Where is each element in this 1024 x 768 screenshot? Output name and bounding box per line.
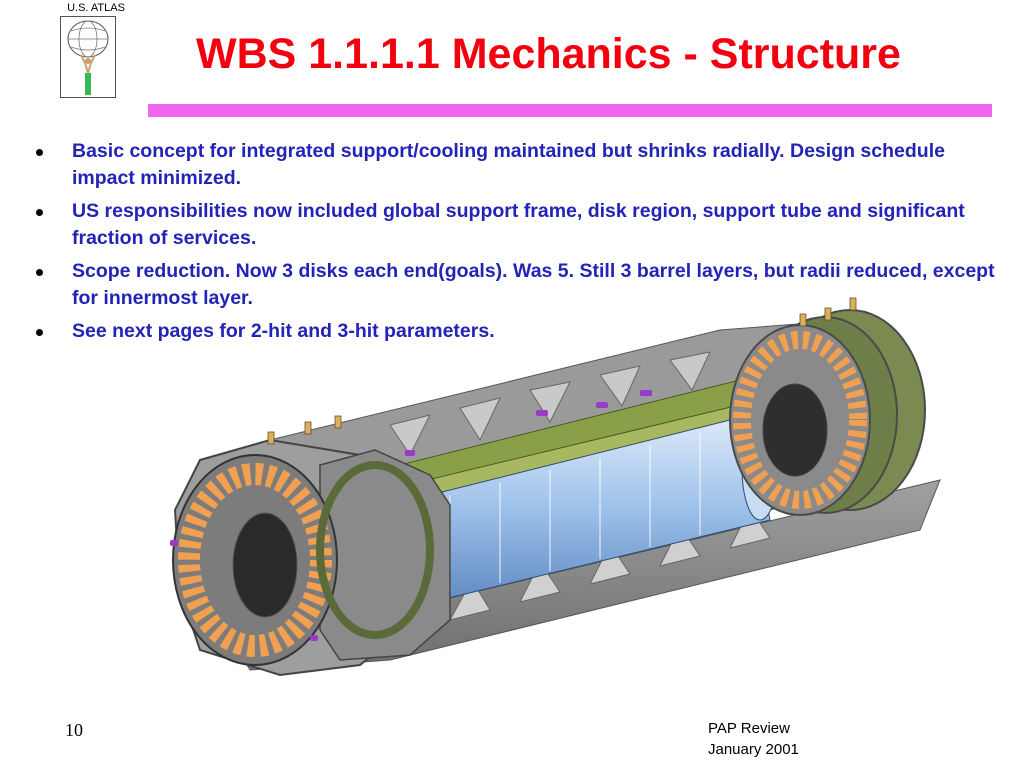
detector-structure-illustration — [160, 290, 950, 690]
bullet-dot-icon — [36, 329, 43, 336]
bullet-list: Basic concept for integrated support/coo… — [32, 138, 1007, 351]
bullet-item: Basic concept for integrated support/coo… — [32, 138, 1007, 192]
footer-info: PAP Review January 2001 — [708, 718, 799, 760]
bullet-text: Basic concept for integrated support/coo… — [72, 140, 945, 189]
page-number: 10 — [65, 720, 83, 740]
bullet-text: Scope reduction. Now 3 disks each end(go… — [72, 260, 995, 309]
bullet-dot-icon — [36, 269, 43, 276]
bullet-item: US responsibilities now included global … — [32, 198, 1007, 252]
footer-line-1: PAP Review — [708, 720, 790, 737]
bullet-item: Scope reduction. Now 3 disks each end(go… — [32, 258, 1007, 312]
bullet-text: US responsibilities now included global … — [72, 200, 965, 249]
bullet-dot-icon — [36, 209, 43, 216]
title-underline-bar — [148, 104, 992, 117]
bullet-item: See next pages for 2-hit and 3-hit param… — [32, 318, 1007, 345]
logo-text: U.S. ATLAS — [67, 2, 125, 14]
atlas-figure-icon — [60, 16, 116, 98]
us-atlas-logo: U.S. ATLAS — [57, 2, 135, 98]
bullet-dot-icon — [36, 149, 43, 156]
footer-line-2: January 2001 — [708, 741, 799, 758]
slide-title: WBS 1.1.1.1 Mechanics - Structure — [196, 30, 901, 78]
bullet-text: See next pages for 2-hit and 3-hit param… — [72, 320, 495, 342]
